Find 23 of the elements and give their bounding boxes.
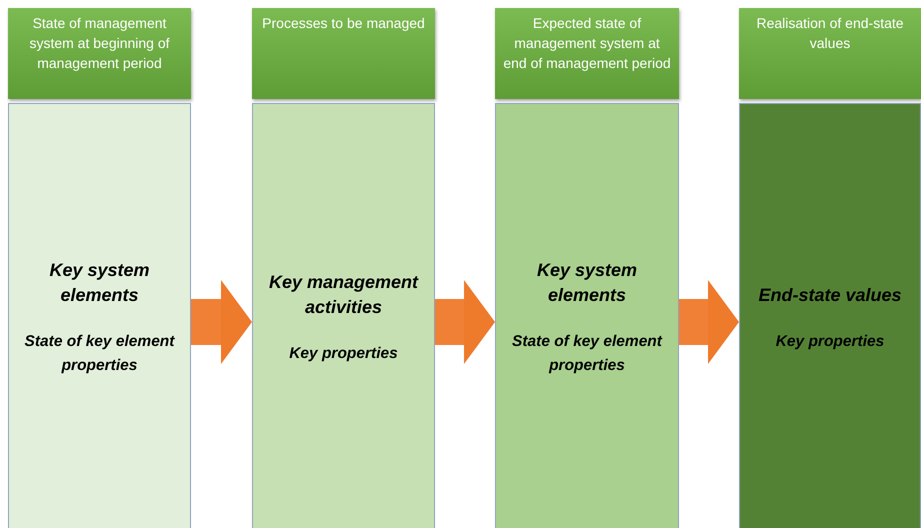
block-arrow	[191, 280, 252, 364]
panel-heading: End-state values	[758, 284, 902, 306]
panel-subtext: Key properties	[776, 332, 884, 352]
header-box	[739, 8, 921, 99]
header-text: Expected state of management system at end of management period	[502, 14, 672, 73]
header-text: State of management system at beginning of management period	[28, 14, 171, 73]
header-box	[495, 8, 679, 99]
panel-heading: Key system elements	[536, 259, 638, 307]
panel-heading: Key system elements	[48, 259, 151, 307]
panel-subtext: State of key element properties	[511, 332, 664, 376]
block-arrow	[435, 280, 495, 364]
header-text: Realisation of end-state values	[755, 14, 905, 53]
column-panel	[8, 103, 191, 528]
header-box	[8, 8, 191, 99]
column-panel	[739, 103, 921, 528]
column-panel	[495, 103, 679, 528]
panel-subtext: Key properties	[289, 344, 398, 364]
block-arrow	[679, 280, 739, 364]
panel-subtext: State of key element properties	[24, 332, 176, 376]
header-box	[252, 8, 435, 99]
panel-heading: Key management activities	[268, 271, 420, 319]
column-panel	[252, 103, 435, 528]
header-text: Processes to be managed	[262, 14, 425, 33]
